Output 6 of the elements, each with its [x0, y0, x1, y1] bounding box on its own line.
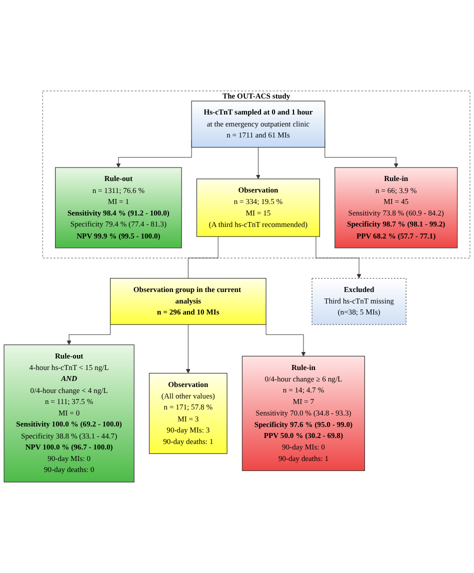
arrow — [256, 147, 260, 180]
connector — [188, 236, 218, 279]
arrow — [66, 322, 111, 345]
arrow — [316, 236, 362, 278]
arrow — [186, 324, 190, 374]
arrow — [266, 324, 306, 356]
